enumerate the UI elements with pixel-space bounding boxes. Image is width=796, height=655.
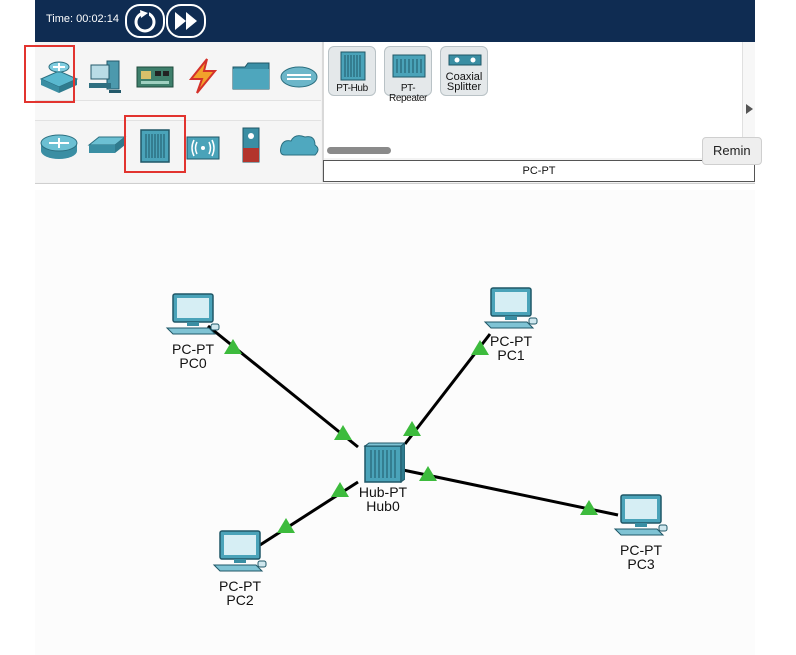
category-connections[interactable] (179, 54, 227, 98)
hubs-icon (140, 129, 170, 163)
node-pc1[interactable]: PC-PT PC1 (481, 286, 541, 363)
multiuser-icon (280, 66, 318, 88)
reset-timer-icon (134, 9, 156, 33)
node-name-label: PC2 (226, 592, 254, 608)
node-model-label: PC-PT (620, 542, 662, 558)
scroll-right-arrow-icon[interactable] (746, 104, 753, 114)
pc-icon (212, 530, 267, 572)
device-label-pt-hub: PT-Hub (336, 83, 368, 94)
device-panel: PT-Hub PT-Repeater Coaxial Splitter (24, 42, 755, 184)
switches-icon (87, 136, 127, 153)
link-status-up-icon (277, 518, 295, 533)
category-multiuser[interactable] (275, 54, 323, 98)
device-pt-repeater[interactable]: PT-Repeater (384, 46, 432, 104)
category-security[interactable] (227, 124, 275, 168)
category-hubs[interactable] (131, 124, 179, 168)
simulation-time: Time: 00:02:14 (46, 13, 119, 25)
link-status-up-icon (334, 425, 352, 440)
link-status-up-icon (403, 421, 421, 436)
node-name-label: PC3 (627, 556, 655, 572)
link-status-up-icon (419, 466, 437, 481)
link-status-up-icon (471, 340, 489, 355)
selected-subcategory-indicator (124, 115, 186, 173)
link-status-up-icon (331, 482, 349, 497)
pc-icon (165, 293, 220, 335)
category-wireless-devices[interactable] (179, 124, 227, 168)
wireless-devices-icon (186, 136, 220, 160)
device-list-vertical-scrollbar[interactable] (742, 42, 755, 158)
node-pc0[interactable]: PC-PT PC0 (163, 292, 223, 371)
logical-workspace[interactable] (35, 190, 755, 655)
device-list: PT-Hub PT-Repeater Coaxial Splitter (324, 42, 742, 158)
miscellaneous-icon (232, 62, 270, 90)
node-model-label: PC-PT (172, 341, 214, 357)
category-separator (35, 100, 321, 121)
node-hub0[interactable]: Hub-PT Hub0 (359, 442, 407, 514)
device-label-pt-repeater: PT-Repeater (389, 83, 427, 104)
security-icon (242, 127, 260, 163)
link-status-up-icon (224, 339, 242, 354)
category-wan-emulation[interactable] (275, 124, 323, 168)
node-pc2[interactable]: PC-PT PC2 (210, 529, 270, 608)
hub-device-icon (340, 51, 366, 81)
coaxial-splitter-icon (448, 54, 482, 66)
node-model-label: PC-PT (490, 333, 532, 349)
device-pt-hub[interactable]: PT-Hub (328, 46, 376, 96)
device-label-coaxial-line2: Splitter (446, 81, 482, 93)
tooltip: Remin (702, 137, 762, 165)
pc-icon (613, 494, 668, 536)
device-label-coaxial-line1: Coaxial (445, 71, 483, 83)
network-devices-icon (39, 61, 79, 93)
device-coaxial-splitter[interactable]: Coaxial Splitter (440, 46, 488, 96)
device-list-horizontal-scrollbar[interactable] (325, 146, 735, 154)
wan-emulation-icon (280, 135, 319, 156)
category-switches[interactable] (83, 124, 131, 168)
routers-icon (40, 134, 78, 159)
realtime-toolbar: Time: 00:02:14 (35, 0, 755, 42)
link-pc3-hub0[interactable] (402, 468, 619, 517)
node-model-label: Hub-PT (358, 484, 408, 500)
end-devices-icon (89, 60, 121, 93)
node-model-label: PC-PT (219, 578, 261, 594)
node-pc3[interactable]: PC-PT PC3 (611, 493, 671, 572)
category-end-devices[interactable] (83, 54, 131, 98)
pc-icon (483, 287, 538, 329)
node-name-label: PC1 (497, 347, 525, 363)
node-name-label: PC0 (179, 355, 207, 371)
category-network-devices[interactable] (35, 54, 83, 98)
scrollbar-thumb[interactable] (327, 147, 391, 154)
selected-device-name: PC-PT (323, 160, 755, 182)
selected-category-indicator (24, 45, 75, 103)
connections-icon (188, 58, 218, 94)
reset-timer-button[interactable] (125, 4, 165, 38)
hub-icon (363, 442, 407, 483)
panel-divider (322, 42, 324, 182)
category-miscellaneous[interactable] (227, 54, 275, 98)
category-components[interactable] (131, 54, 179, 98)
device-category-box (24, 42, 323, 182)
components-icon (136, 66, 174, 88)
fast-forward-icon (175, 12, 197, 30)
repeater-device-icon (392, 54, 426, 78)
category-routers[interactable] (35, 124, 83, 168)
node-name-label: Hub0 (366, 498, 400, 514)
link-status-up-icon (580, 500, 598, 515)
fast-forward-button[interactable] (166, 4, 206, 38)
